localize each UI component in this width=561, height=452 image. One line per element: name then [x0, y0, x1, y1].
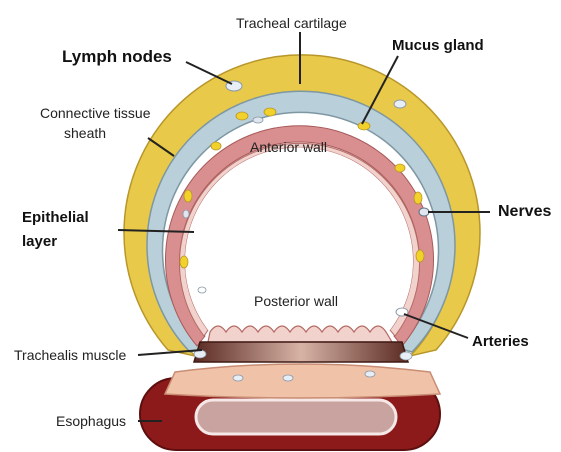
label-epithelial-line1: Epithelial [22, 209, 89, 226]
label-arteries: Arteries [472, 333, 529, 350]
connective-band [165, 364, 440, 398]
label-epithelial-line2: layer [22, 233, 57, 250]
label-connective-tissue-line2: sheath [64, 125, 106, 141]
gland [416, 250, 424, 262]
label-esophagus: Esophagus [56, 413, 126, 429]
gland [264, 108, 276, 116]
label-anterior-wall: Anterior wall [250, 139, 327, 155]
gland [180, 256, 188, 268]
gland [414, 192, 422, 204]
gland [236, 112, 248, 120]
label-trachealis-muscle: Trachealis muscle [14, 347, 127, 363]
label-mucus-gland: Mucus gland [392, 37, 484, 54]
posterior-wall [208, 326, 392, 342]
vessel [198, 287, 206, 293]
label-connective-tissue-line1: Connective tissue [40, 105, 151, 121]
trachealis-muscle [194, 342, 408, 362]
vessel [394, 100, 406, 108]
vessel [183, 210, 189, 218]
label-nerves: Nerves [498, 203, 551, 220]
label-tracheal-cartilage: Tracheal cartilage [236, 15, 347, 31]
gland [184, 190, 192, 202]
gland [395, 164, 405, 172]
gland [211, 142, 221, 150]
nerve [419, 208, 429, 216]
label-lymph-nodes: Lymph nodes [62, 47, 172, 66]
gland [358, 122, 370, 130]
vessel [400, 352, 412, 360]
vessel [253, 117, 263, 123]
label-posterior-wall: Posterior wall [254, 293, 338, 309]
